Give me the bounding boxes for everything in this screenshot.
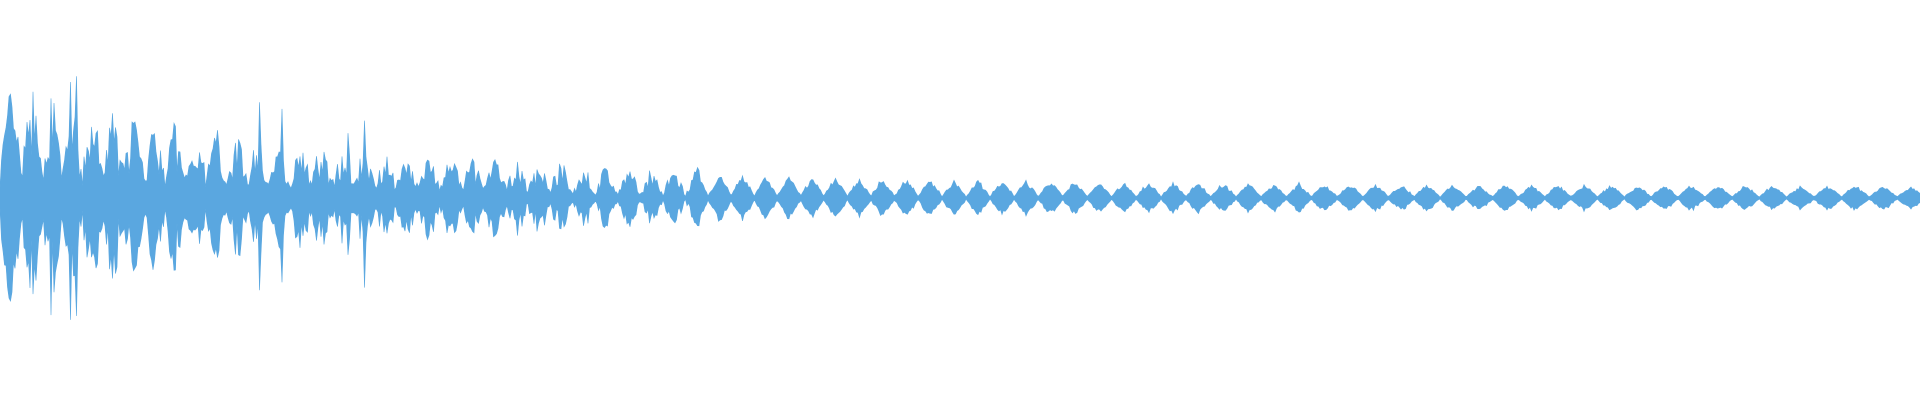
waveform-shape [0,76,1920,320]
